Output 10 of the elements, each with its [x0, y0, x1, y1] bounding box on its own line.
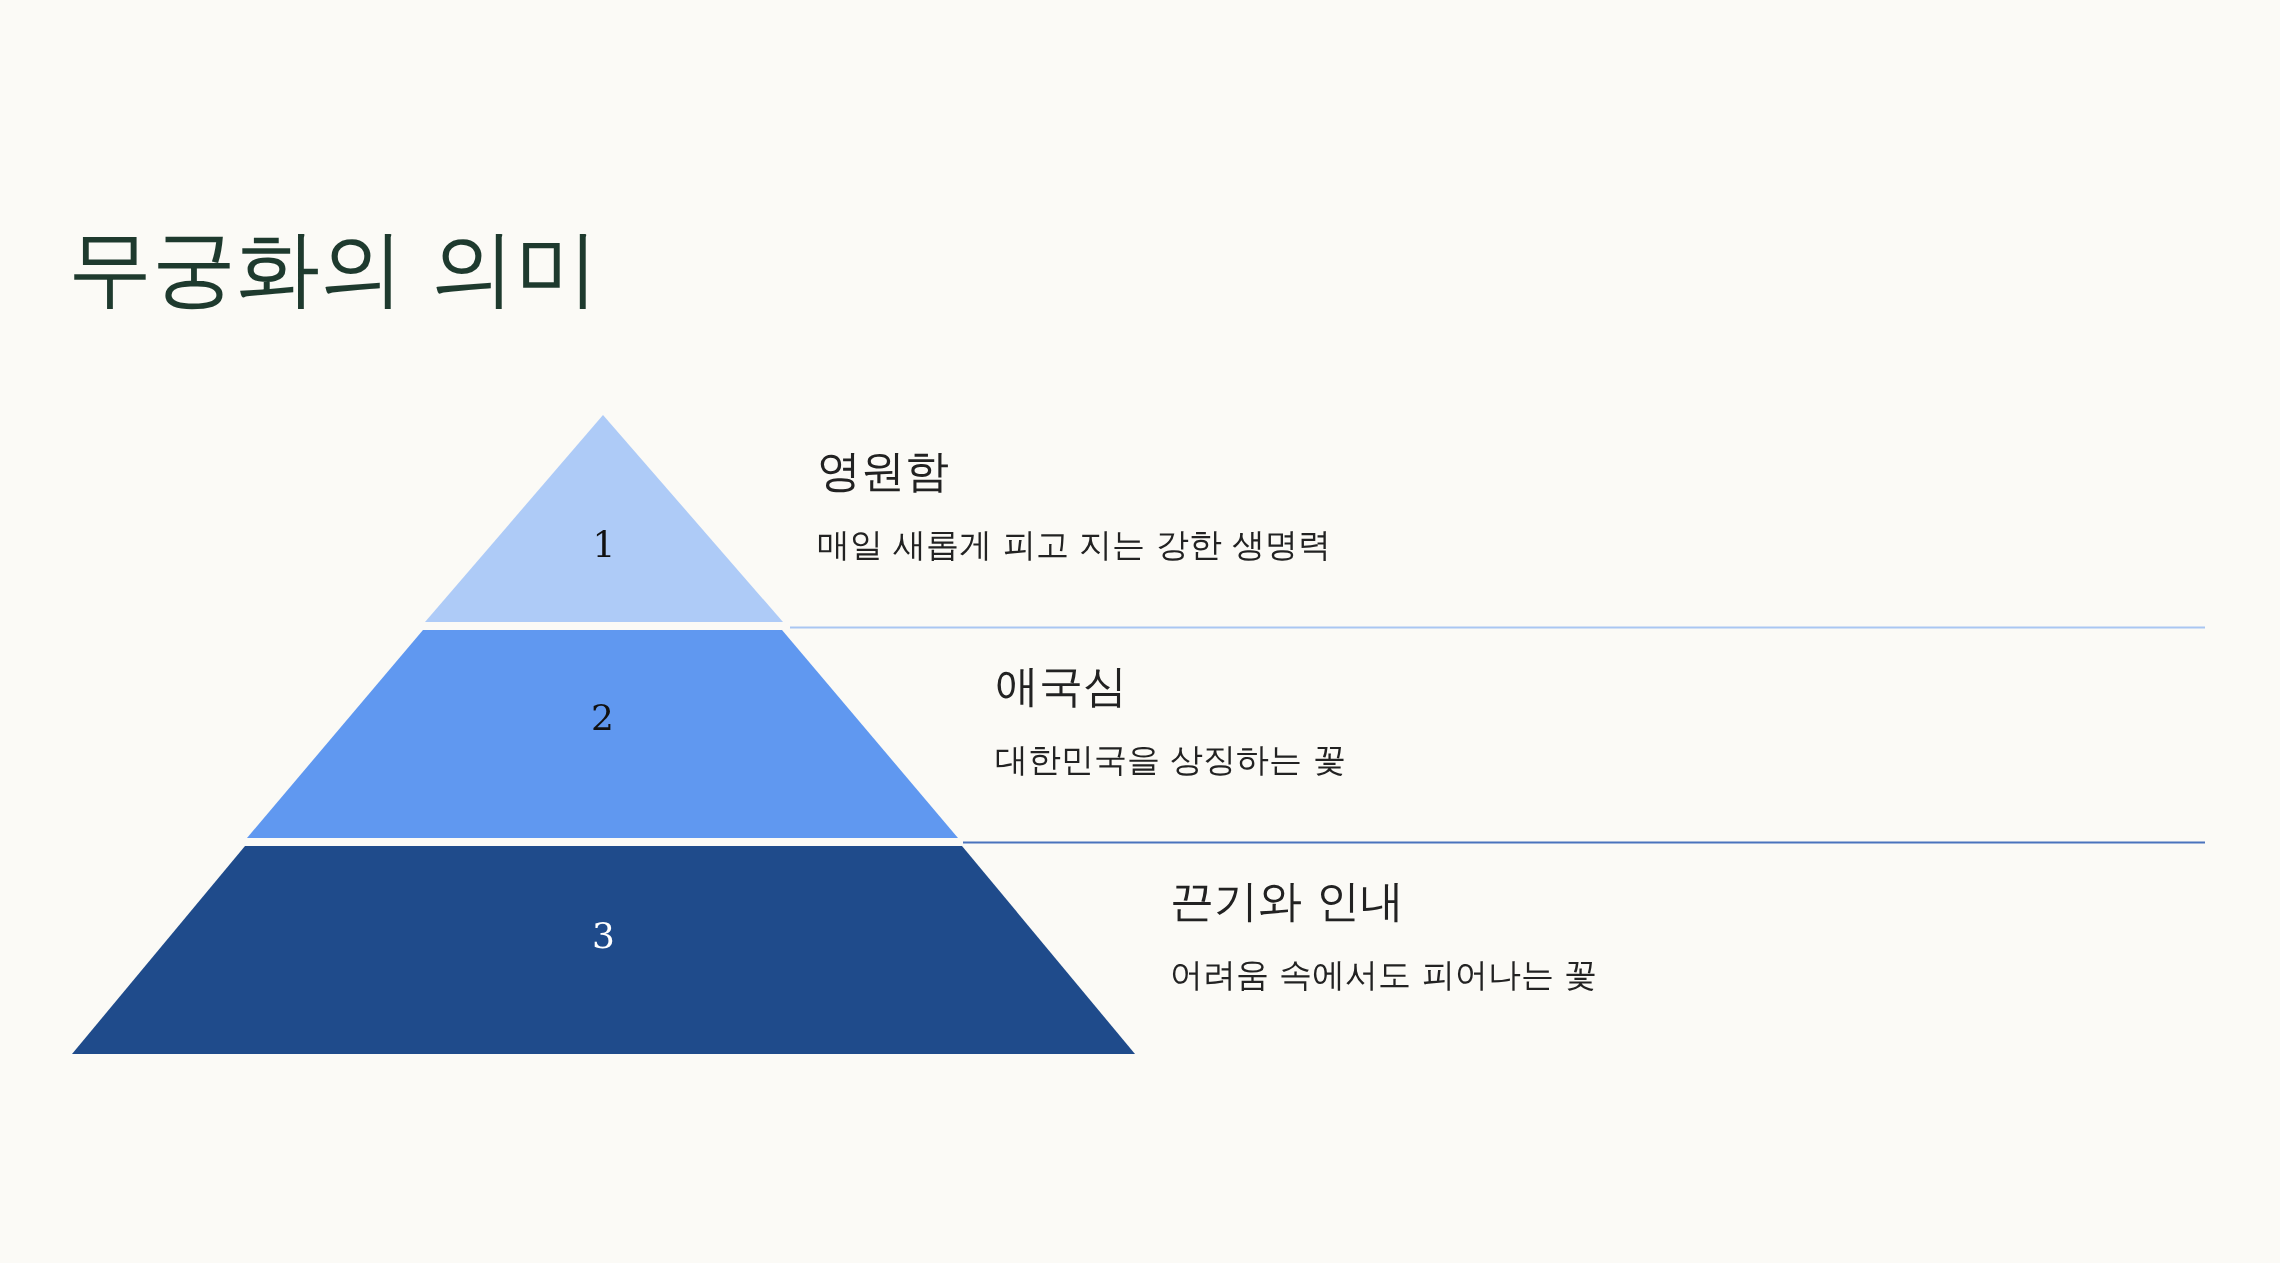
level-number: 1 — [591, 527, 617, 563]
level-heading: 끈기와 인내 — [1170, 875, 1404, 928]
level-description: 어려움 속에서도 피어나는 꽃 — [1170, 955, 1598, 995]
level-description: 매일 새롭게 피고 지는 강한 생명력 — [817, 525, 1332, 565]
level-heading: 영원함 — [817, 445, 949, 498]
title: 무궁화의 의미 — [68, 222, 599, 315]
level-heading: 애국심 — [995, 660, 1127, 713]
level-description: 대한민국을 상징하는 꽃 — [995, 740, 1346, 780]
level-number: 2 — [590, 700, 615, 736]
level-number: 3 — [591, 918, 616, 954]
